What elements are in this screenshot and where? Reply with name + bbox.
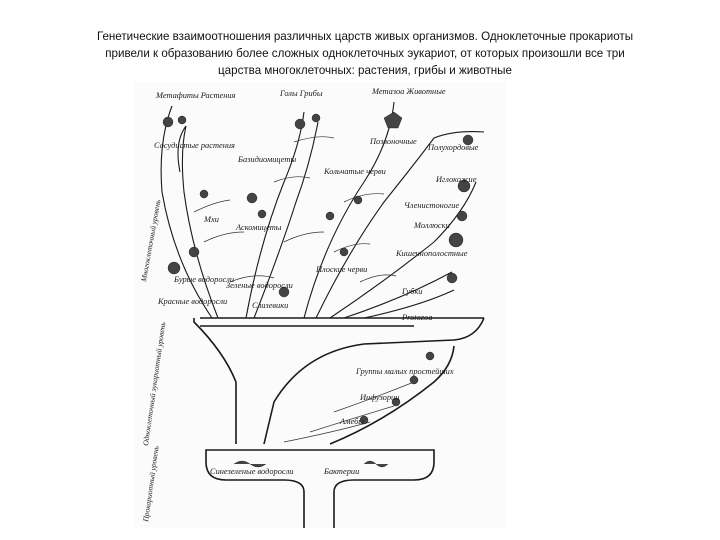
figure-caption: Генетические взаимоотношения различных ц… [20, 28, 710, 79]
label-annelids: Кольчатые черви [323, 167, 386, 176]
level-eukaryotic: Одноклеточный эукариотный уровень [141, 321, 167, 446]
label-protozoa: Protozoa [401, 313, 432, 322]
label-basidiomycetes: Базидиомицеты [237, 155, 296, 164]
label-sponges: Губки [401, 287, 422, 296]
label-bacteria: Бактерии [323, 467, 359, 476]
prokaryote-trunk [205, 449, 435, 528]
label-blue-green-algae: Синезеленые водоросли [210, 467, 293, 476]
protist-loop [329, 345, 455, 445]
label-animals: Метазоа Животные [371, 87, 446, 96]
minor-branches [193, 136, 397, 283]
protozoa-bar [200, 317, 484, 327]
label-vascular-plants: Сосудистые растения [154, 141, 235, 150]
label-small-protists: Группы малых простейших [355, 367, 454, 376]
label-fungi: Голы Грибы [279, 89, 323, 98]
caption-line-3: царства многоклеточных: растения, грибы … [218, 64, 512, 77]
label-slime-molds: Слизевики [252, 301, 288, 310]
animal-branch [303, 101, 485, 319]
label-hemichordates: Полухордовые [427, 143, 479, 152]
phylogenetic-tree-diagram: Метафиты Растения Голы Грибы Метазоа Жив… [134, 82, 506, 528]
eukaryote-trunk [193, 317, 485, 445]
organism-glyphs [162, 111, 474, 468]
label-arthropods: Членистоногие [404, 201, 459, 210]
label-chordates: Позвоночные [369, 137, 417, 146]
protist-branches [283, 381, 415, 443]
label-plants: Метафиты Растения [155, 91, 236, 100]
plant-branch [160, 105, 219, 319]
label-ciliates: Инфузории [359, 393, 399, 402]
label-green-algae: Зеленые водоросли [226, 281, 293, 290]
label-red-algae: Красные водоросли [157, 297, 227, 306]
fungi-branch [245, 111, 319, 319]
label-ascomycetes: Аскомицеты [235, 223, 282, 232]
label-amoebas: Амебы [339, 417, 364, 426]
level-prokaryotic: Прокариотный уровень [141, 445, 161, 524]
label-brown-algae: Бурые водоросли [173, 275, 234, 284]
caption-line-1: Генетические взаимоотношения различных ц… [96, 30, 634, 43]
animal-right-branch [329, 181, 477, 319]
label-mollusks: Моллюски [413, 221, 450, 230]
label-echinoderms: Иглокожие [435, 175, 477, 184]
label-mosses: Мхи [203, 215, 219, 224]
label-coelenterata: Кишечнополостные [395, 249, 468, 258]
label-flatworms: Плоские черви [315, 265, 367, 274]
level-multicellular: Многоклеточный уровень [139, 198, 163, 283]
caption-line-2: привели к образованию более сложных одно… [105, 47, 625, 60]
